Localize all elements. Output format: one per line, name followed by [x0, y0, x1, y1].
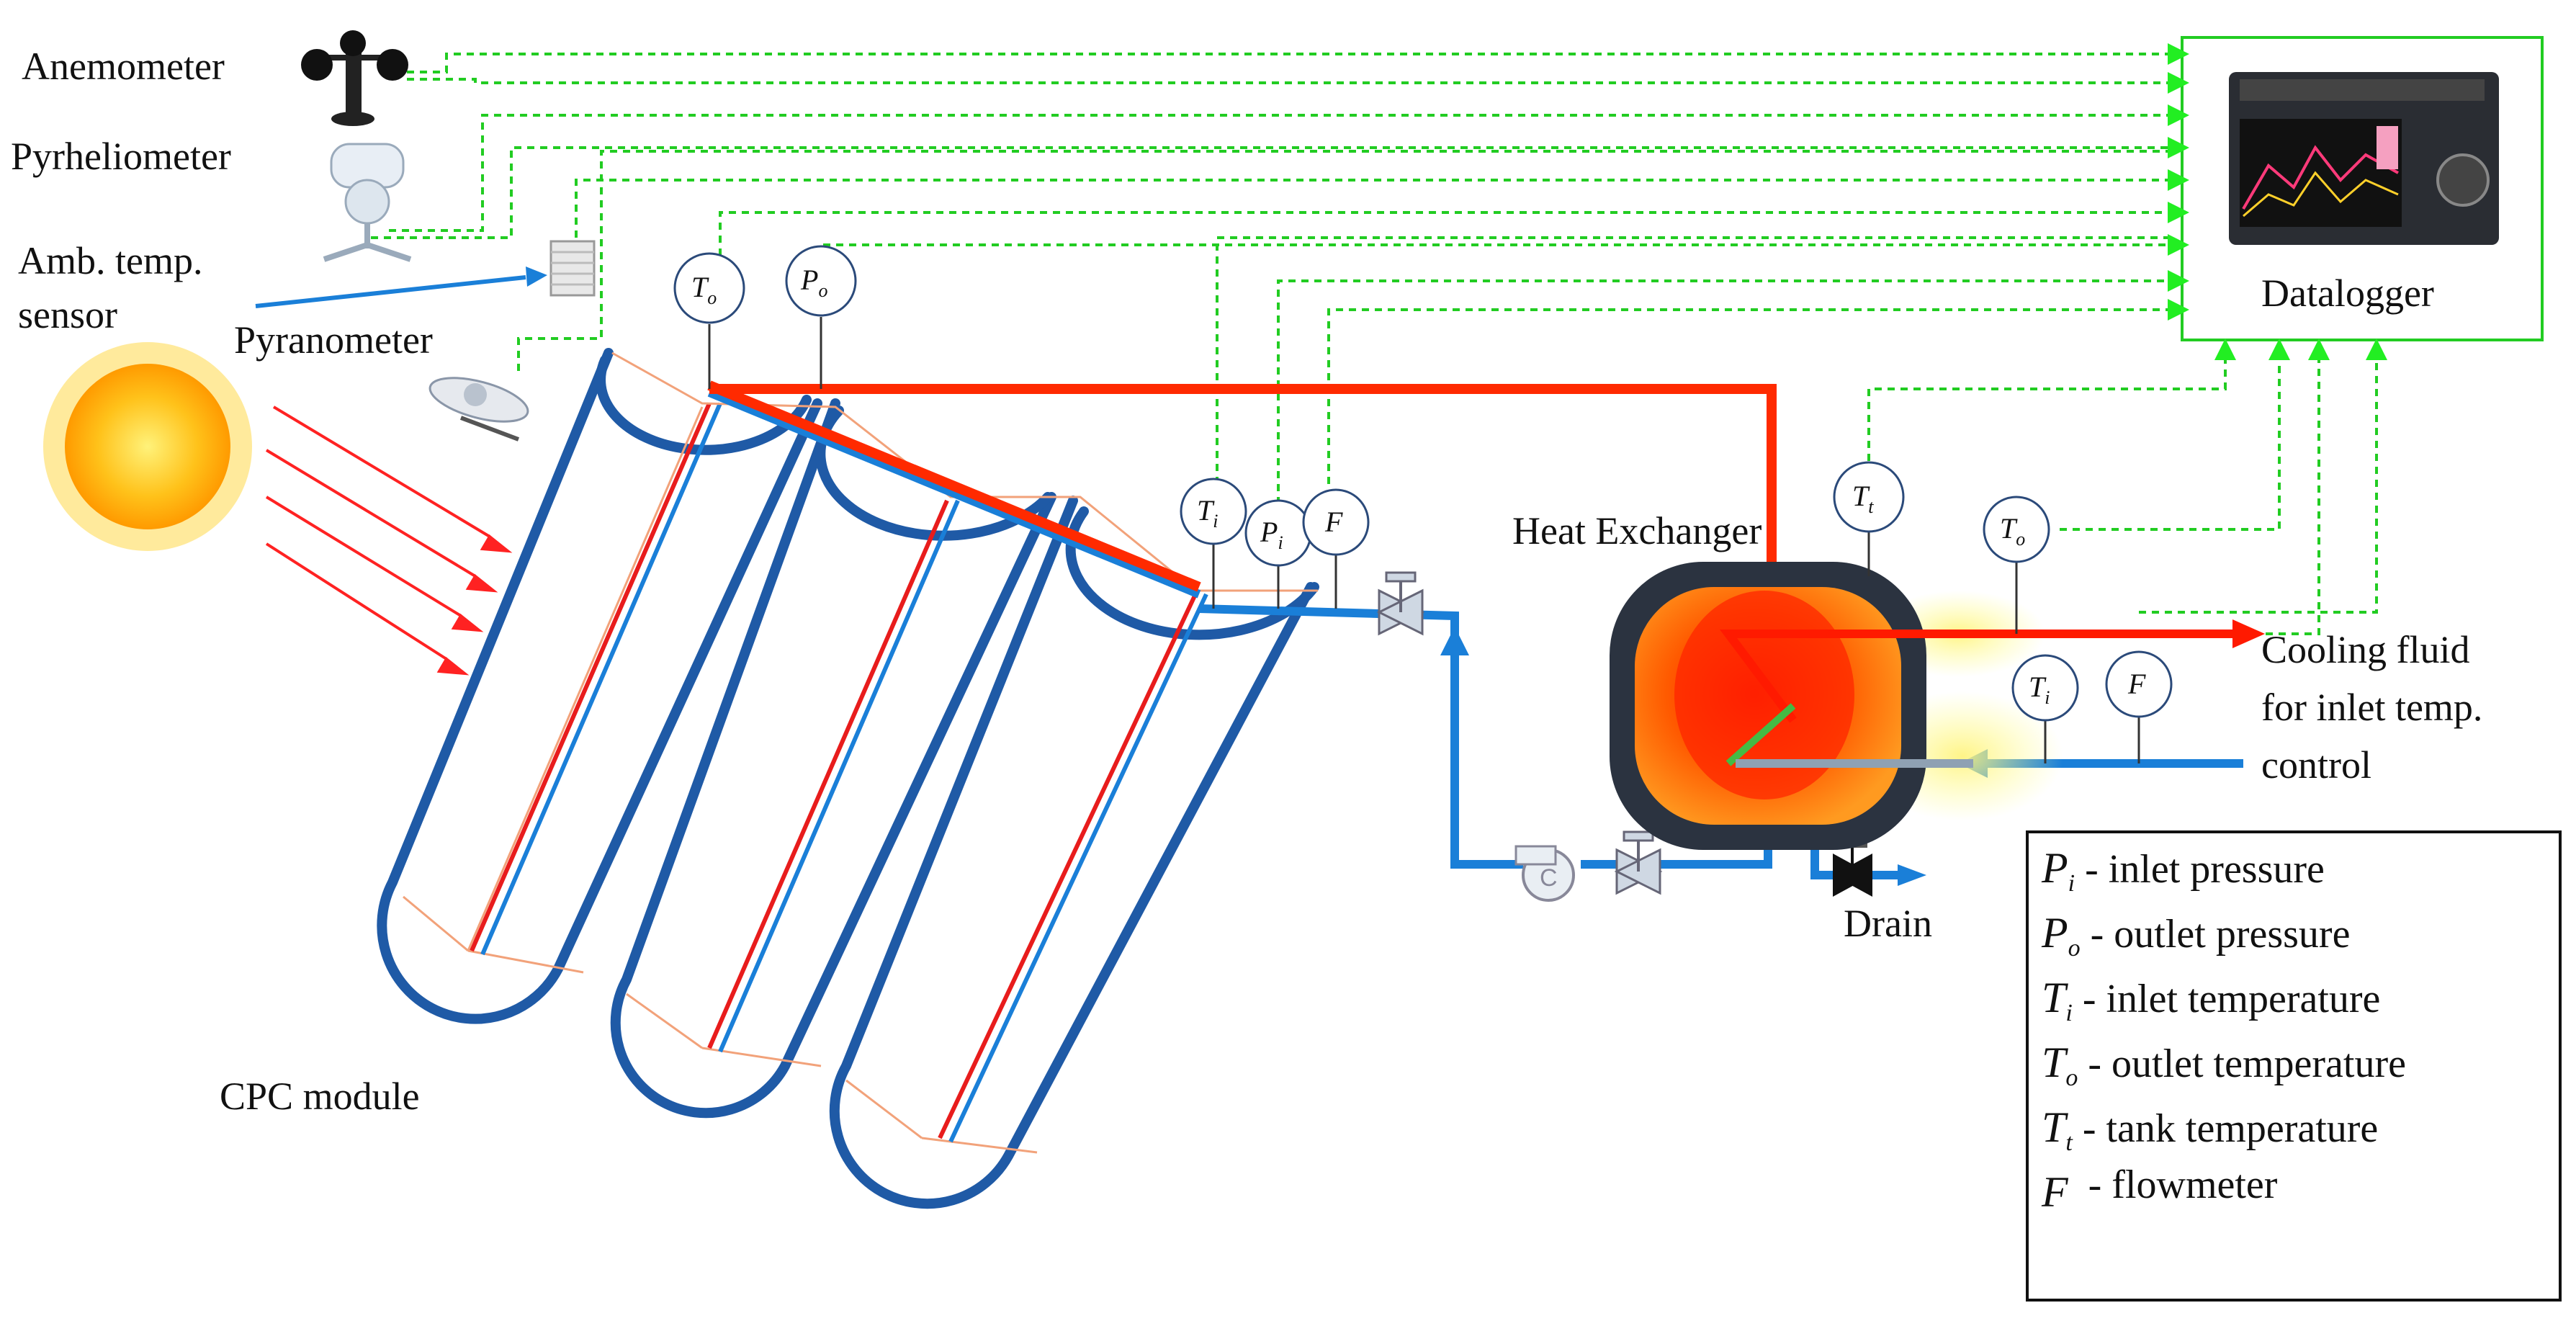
- gauge-symbol: T: [691, 271, 709, 303]
- svg-text:Po: Po: [800, 264, 827, 301]
- pump-symbol-glyph: C: [1540, 864, 1558, 892]
- gauge-flowmeter: F: [1302, 488, 1370, 609]
- gauge-inlet-pressure: Pi: [1244, 499, 1312, 609]
- legend-row: Tt - tank temperature: [2042, 1103, 2378, 1156]
- cooling-label-line1: Cooling fluid: [2261, 628, 2470, 671]
- gauge-subscript: o: [818, 280, 827, 301]
- gauge-subscript: o: [707, 287, 717, 308]
- heat-exchanger-label: Heat Exchanger: [1512, 509, 1762, 552]
- drain-label: Drain: [1844, 902, 1932, 945]
- svg-text:To: To: [2000, 512, 2025, 550]
- ambient-temperature-sensor-icon: [549, 240, 596, 297]
- pyranometer-icon: [428, 377, 529, 442]
- inlet-valve-icon: [1376, 571, 1425, 636]
- gauge-cooling-inlet-temperature: Ti: [2011, 654, 2079, 763]
- legend-row: Po - outlet pressure: [2041, 909, 2350, 962]
- anemometer-icon: [301, 30, 408, 126]
- gauge-symbol: F: [2127, 668, 2146, 700]
- gauge-subscript: i: [1213, 511, 1218, 532]
- svg-text:Ti: Ti: [2029, 671, 2050, 708]
- solar-rays: [265, 406, 513, 676]
- legend-row: To - outlet temperature: [2042, 1039, 2406, 1091]
- pump-valve-icon: [1614, 830, 1663, 895]
- legend-symbol: F: [2041, 1168, 2069, 1216]
- gauge-cooling-flowmeter: F: [2105, 650, 2173, 763]
- cpc-module-label: CPC module: [220, 1075, 420, 1118]
- heat-exchanger: [1610, 562, 2063, 850]
- legend-symbol: T: [2042, 974, 2068, 1021]
- signal-lines: [371, 53, 2378, 635]
- amb-temp-pointer-arrow: [255, 266, 547, 308]
- gauge-subscript: i: [1278, 532, 1283, 553]
- anemometer-label: Anemometer: [22, 45, 225, 88]
- sun-icon: [43, 342, 252, 551]
- gauge-symbol: T: [1197, 494, 1215, 527]
- cooling-label-line2: for inlet temp.: [2261, 686, 2482, 729]
- signal-arrowheads: [2168, 43, 2387, 360]
- gauge-subscript: t: [1868, 496, 1874, 517]
- gauge-symbol: T: [1852, 480, 1870, 512]
- svg-text:To: To: [691, 271, 717, 308]
- gauge-outlet-pressure: Po: [785, 245, 857, 389]
- legend-symbol: P: [2041, 844, 2068, 892]
- gauge-subscript: o: [2016, 529, 2025, 550]
- legend-row: F - flowmeter: [2041, 1163, 2278, 1216]
- svg-text:Tt: Tt: [1852, 480, 1874, 517]
- gauge-symbol: P: [1260, 516, 1278, 548]
- amb-temp-label-line1: Amb. temp.: [18, 239, 202, 282]
- legend-symbol: P: [2041, 909, 2068, 957]
- gauge-inlet-temperature: Ti: [1180, 478, 1247, 609]
- cpc-module: [377, 348, 1319, 1209]
- legend-symbol: T: [2042, 1103, 2068, 1151]
- hot-outlet-pipe: [709, 384, 1777, 576]
- legend-subscript: t: [2065, 1129, 2073, 1156]
- datalogger-label: Datalogger: [2261, 272, 2434, 315]
- svg-text:Ti: Ti: [1197, 494, 1218, 532]
- legend-subscript: i: [2065, 1000, 2072, 1026]
- legend-row: Pi - inlet pressure: [2041, 844, 2325, 897]
- legend-description: - flowmeter: [2068, 1163, 2278, 1207]
- gauge-symbol: P: [800, 264, 818, 296]
- pyranometer-label: Pyranometer: [234, 318, 433, 362]
- legend-row: Ti - inlet temperature: [2042, 974, 2380, 1026]
- gauge-symbol: T: [2029, 671, 2047, 703]
- pyrheliometer-label: Pyrheliometer: [11, 135, 231, 178]
- legend-description: - outlet temperature: [2078, 1041, 2406, 1086]
- legend-description: - outlet pressure: [2081, 912, 2351, 957]
- legend-subscript: o: [2068, 935, 2081, 962]
- amb-temp-label-line2: sensor: [18, 293, 117, 336]
- pyrheliometer-icon: [323, 143, 412, 262]
- gauge-cooling-outlet-temperature: To: [1983, 496, 2050, 634]
- datalogger: Datalogger: [2181, 36, 2544, 341]
- gauge-outlet-temperature: To: [673, 252, 745, 389]
- legend-symbol: T: [2042, 1039, 2068, 1086]
- legend-subscript: o: [2065, 1065, 2078, 1091]
- svg-text:Pi: Pi: [1260, 516, 1283, 553]
- gauge-subscript: i: [2045, 687, 2050, 708]
- gauge-symbol: T: [2000, 512, 2018, 545]
- cooling-label-line3: control: [2261, 743, 2371, 787]
- cooling-coil: [1720, 630, 2243, 768]
- legend-subscript: i: [2068, 870, 2075, 897]
- legend-description: - inlet pressure: [2075, 847, 2325, 892]
- legend-description: - inlet temperature: [2073, 977, 2381, 1021]
- gauge-symbol: F: [1324, 506, 1343, 538]
- gauge-tank-temperature: Tt: [1833, 461, 1905, 576]
- legend-description: - tank temperature: [2073, 1106, 2378, 1151]
- cooling-outlet-arrowhead: [2232, 619, 2265, 648]
- pump-icon: C: [1514, 845, 1575, 902]
